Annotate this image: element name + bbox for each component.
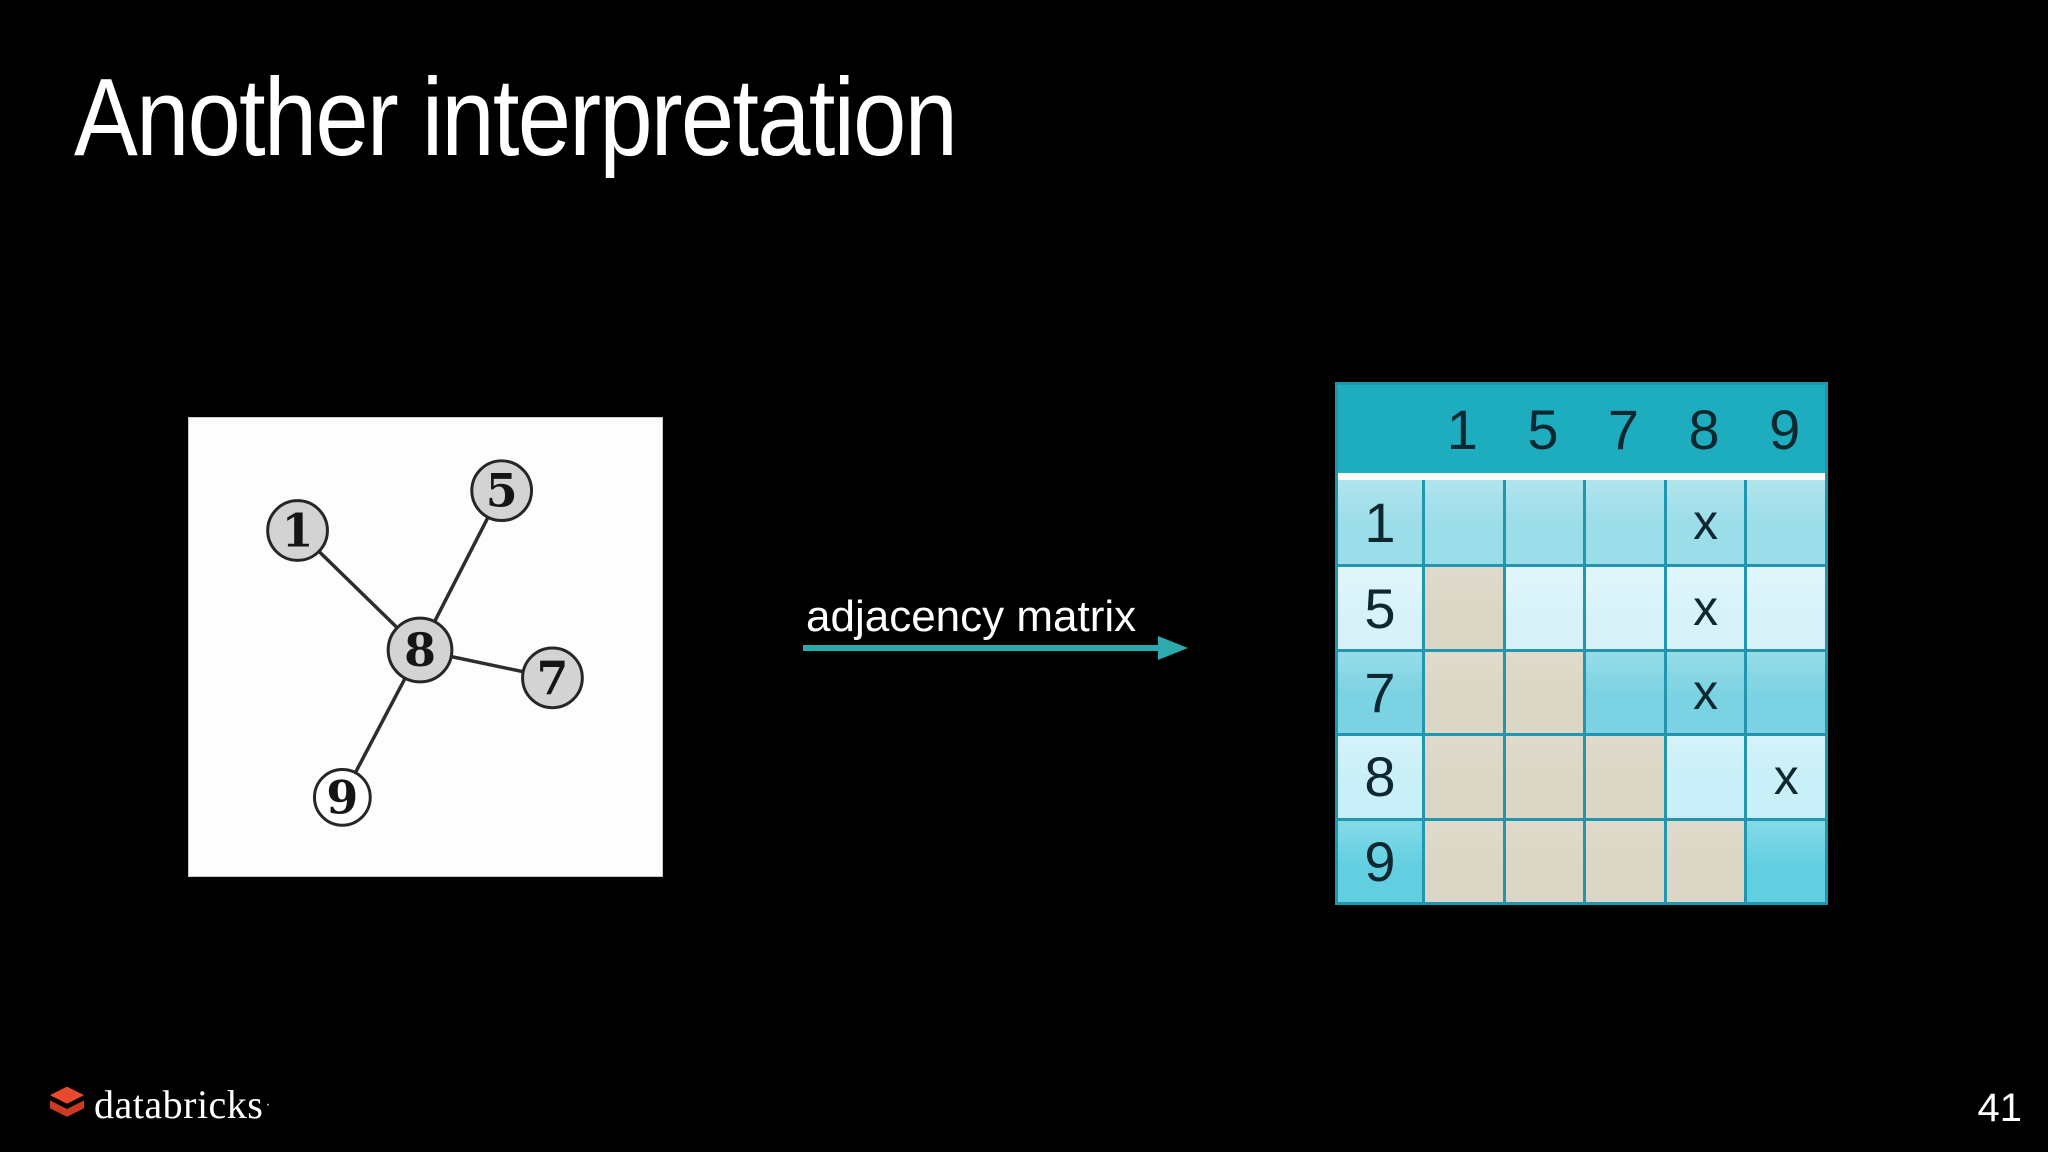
graph-node xyxy=(470,459,534,523)
matrix-cell-lower xyxy=(1666,820,1745,902)
page-number: 41 xyxy=(1977,1086,2023,1130)
matrix-cell: x xyxy=(1666,651,1745,734)
brand-wordmark: databricks xyxy=(94,1082,264,1127)
matrix-cell xyxy=(1505,480,1584,565)
matrix-row-header: 5 xyxy=(1338,567,1422,649)
matrix-cell: x xyxy=(1666,480,1745,565)
matrix-cell xyxy=(1425,480,1503,565)
arrow-head xyxy=(1158,636,1188,660)
arrow-label: adjacency matrix xyxy=(806,592,1137,641)
databricks-logo: databricks · xyxy=(46,1084,271,1126)
matrix-col-header: 9 xyxy=(1769,397,1801,461)
matrix-row-header: 1 xyxy=(1338,480,1422,565)
matrix-cell xyxy=(1505,567,1584,649)
graph-node-label: 1 xyxy=(282,503,314,557)
matrix-cell xyxy=(1666,736,1745,818)
matrix-col-header: 5 xyxy=(1527,397,1559,461)
right-arrow-icon xyxy=(803,636,1188,660)
graph-node-label: 9 xyxy=(326,770,358,824)
matrix-cell xyxy=(1747,480,1825,565)
matrix-row-header: 8 xyxy=(1338,736,1422,818)
matrix-col-header: 8 xyxy=(1688,397,1720,461)
matrix-cell xyxy=(1747,567,1825,649)
matrix-cell-lower xyxy=(1505,651,1584,734)
matrix-row: 9 xyxy=(1338,817,1825,902)
matrix-cell-lower xyxy=(1505,820,1584,902)
matrix-header-separator xyxy=(1338,473,1825,480)
page-title: Another interpretation xyxy=(74,56,958,179)
matrix-cell: x xyxy=(1747,736,1825,818)
graph-node xyxy=(521,646,584,710)
brick-bottom xyxy=(49,1100,85,1117)
matrix-cell-lower xyxy=(1425,820,1503,902)
matrix-col-header: 1 xyxy=(1446,397,1478,461)
matrix-row-header: 7 xyxy=(1338,651,1422,734)
matrix-cell-lower xyxy=(1505,736,1584,818)
matrix-cell-lower xyxy=(1425,651,1503,734)
matrix-cell-lower xyxy=(1425,567,1503,649)
matrix-cell xyxy=(1586,567,1664,649)
matrix-row-header: 9 xyxy=(1338,820,1422,902)
graph-diagram: 1 5 8 7 9 xyxy=(266,459,584,827)
matrix-cell xyxy=(1586,651,1664,734)
matrix-cell xyxy=(1586,480,1664,565)
trademark-mark: · xyxy=(265,1096,271,1113)
graph-node xyxy=(312,767,372,827)
graph-node xyxy=(266,499,329,562)
graph-node xyxy=(386,616,454,684)
matrix-cell-lower xyxy=(1586,736,1664,818)
matrix-cell xyxy=(1747,651,1825,734)
matrix-corner-cell xyxy=(1338,385,1422,473)
matrix-cell: x xyxy=(1666,567,1745,649)
graph-node-label: 5 xyxy=(486,464,518,518)
matrix-cell-lower xyxy=(1586,820,1664,902)
brick-top xyxy=(49,1086,85,1104)
matrix-col-header: 7 xyxy=(1607,397,1640,461)
graph-node-label: 8 xyxy=(404,623,436,677)
graph-panel: 1 5 8 7 9 xyxy=(188,417,663,877)
matrix-cell-lower xyxy=(1425,736,1503,818)
graph-node-label: 7 xyxy=(537,651,569,705)
matrix-cell xyxy=(1747,820,1825,902)
databricks-bricks-icon xyxy=(49,1086,85,1117)
